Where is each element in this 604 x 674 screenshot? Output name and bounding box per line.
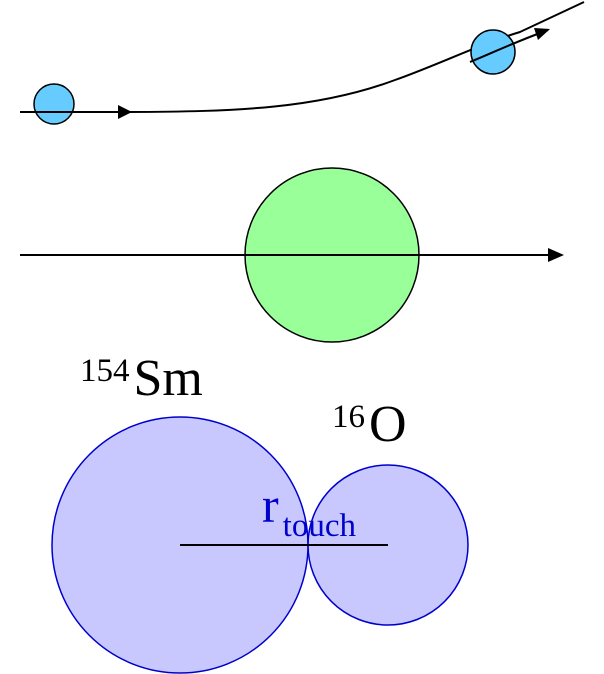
o-mass-number: 16: [332, 399, 365, 435]
straight-trajectory-arrow: [548, 248, 564, 262]
incoming-projectile-ball: [33, 83, 75, 125]
r-touch-subscript: touch: [283, 508, 357, 544]
sm-label: 154 Sm: [80, 350, 203, 407]
sm-symbol: Sm: [134, 350, 203, 407]
o-label: 16 O: [332, 396, 407, 453]
r-touch-label: r touch: [262, 477, 356, 544]
trajectory-arrow-2: [534, 28, 550, 40]
touching-nuclei-panel: 154 Sm 16 O r touch: [51, 350, 469, 674]
sm-mass-number: 154: [80, 353, 130, 389]
straight-trajectory-panel: [20, 167, 564, 343]
o-symbol: O: [369, 396, 407, 453]
r-touch-main: r: [262, 477, 279, 533]
trajectory-arrow-1: [118, 105, 132, 119]
deflected-trajectory-panel: [20, 1, 585, 125]
